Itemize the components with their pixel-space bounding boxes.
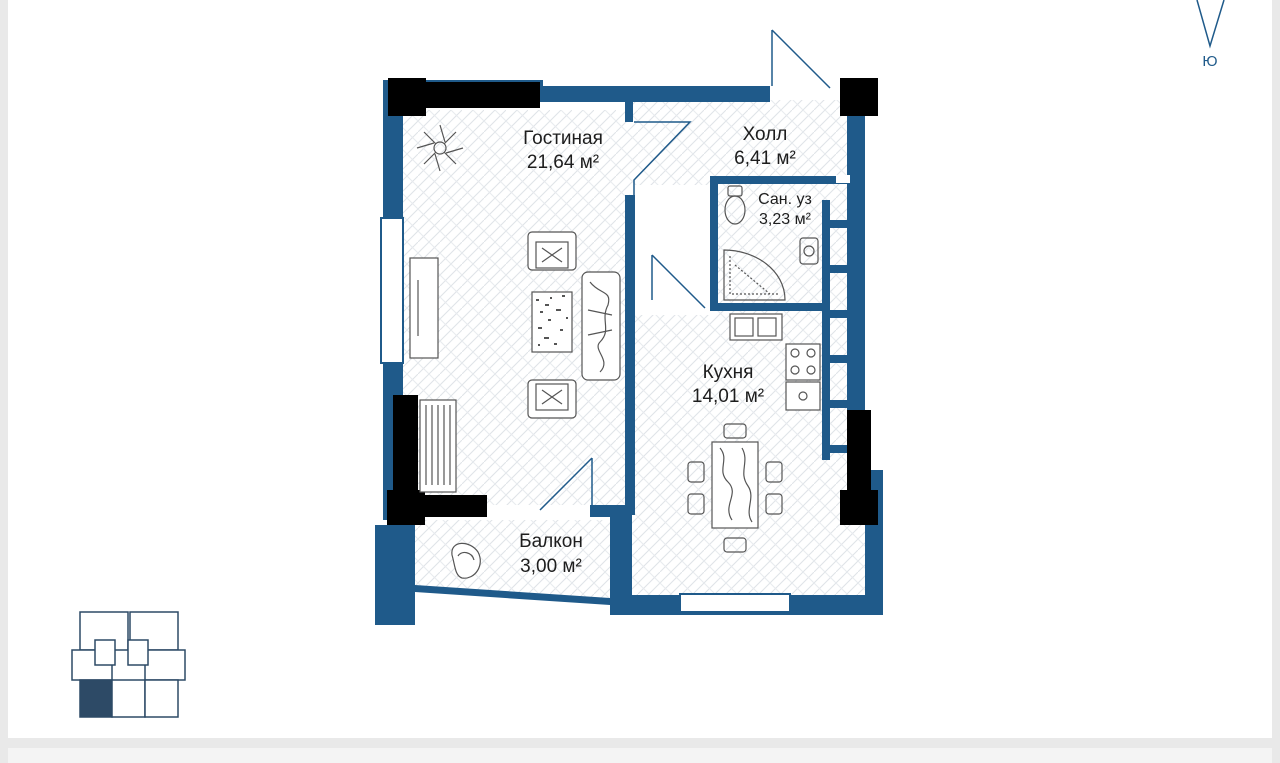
compass-arrow-icon: Ю bbox=[1196, 0, 1225, 70]
room-label-living: Гостиная 21,64 м² bbox=[523, 128, 603, 173]
lounge-chair-icon bbox=[451, 542, 481, 579]
footer-strip bbox=[8, 748, 1272, 763]
rug-icon bbox=[531, 291, 573, 353]
stove-icon bbox=[785, 343, 821, 411]
tv-stand-icon bbox=[409, 257, 439, 359]
toilet-icon bbox=[724, 185, 746, 225]
room-name-bathroom: Сан. уз bbox=[758, 191, 812, 208]
compass-label: Ю bbox=[1202, 53, 1217, 70]
room-name-living: Гостиная bbox=[523, 128, 603, 149]
room-area-kitchen: 14,01 м² bbox=[692, 386, 764, 407]
key-plan-icon bbox=[71, 611, 186, 718]
armchair-icon bbox=[527, 231, 577, 271]
room-label-balcony: Балкон 3,00 м² bbox=[519, 531, 583, 577]
room-area-bathroom: 3,23 м² bbox=[759, 211, 812, 228]
shower-icon bbox=[723, 249, 786, 301]
room-area-balcony: 3,00 м² bbox=[520, 556, 582, 577]
sink-icon bbox=[799, 237, 819, 265]
dining-table-icon bbox=[687, 423, 783, 553]
kitchen-sink-icon bbox=[729, 313, 783, 341]
room-area-hall: 6,41 м² bbox=[734, 148, 796, 169]
armchair-icon bbox=[527, 379, 577, 419]
plant-icon bbox=[416, 124, 464, 172]
radiator-icon bbox=[419, 399, 457, 493]
columns bbox=[387, 78, 878, 525]
doors bbox=[539, 29, 831, 511]
room-name-balcony: Балкон bbox=[519, 531, 583, 552]
room-label-bathroom: Сан. уз 3,23 м² bbox=[758, 191, 812, 228]
room-name-hall: Холл bbox=[743, 124, 788, 145]
sofa-icon bbox=[581, 271, 621, 381]
room-label-hall: Холл 6,41 м² bbox=[734, 124, 796, 169]
room-area-living: 21,64 м² bbox=[527, 152, 599, 173]
furniture bbox=[409, 124, 821, 579]
room-name-kitchen: Кухня bbox=[703, 362, 754, 383]
windows bbox=[380, 175, 850, 613]
room-label-kitchen: Кухня 14,01 м² bbox=[692, 362, 764, 407]
